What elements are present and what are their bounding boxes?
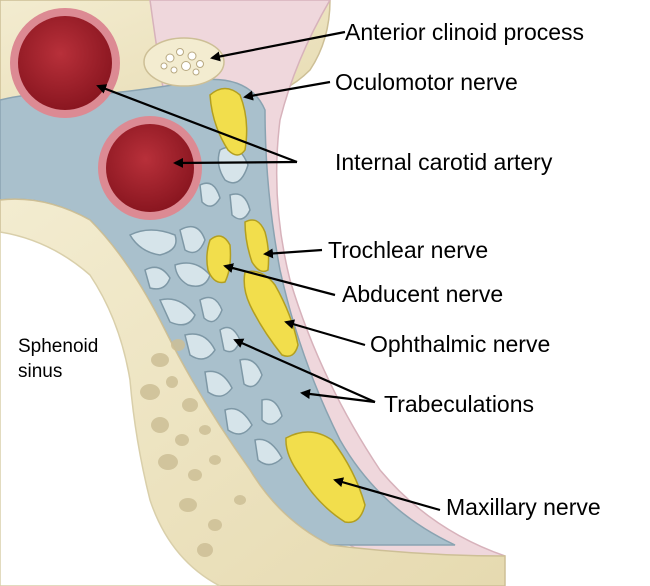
internal-carotid-artery-lower bbox=[98, 116, 202, 220]
label-abducent-nerve: Abducent nerve bbox=[342, 281, 503, 307]
label-ophthalmic-nerve: Ophthalmic nerve bbox=[370, 331, 550, 357]
internal-carotid-artery-upper bbox=[10, 8, 120, 118]
label-sphenoid-sinus-line2: sinus bbox=[18, 361, 62, 382]
label-trabeculations: Trabeculations bbox=[384, 391, 534, 417]
abducent-nerve-shape bbox=[207, 236, 231, 283]
label-trochlear-nerve: Trochlear nerve bbox=[328, 237, 488, 263]
anterior-clinoid-process bbox=[144, 38, 224, 86]
label-sphenoid-sinus-line1: Sphenoid bbox=[18, 336, 98, 357]
label-internal-carotid-artery: Internal carotid artery bbox=[335, 149, 553, 175]
label-oculomotor-nerve: Oculomotor nerve bbox=[335, 69, 518, 95]
label-anterior-clinoid-process: Anterior clinoid process bbox=[345, 19, 584, 45]
label-maxillary-nerve: Maxillary nerve bbox=[446, 494, 601, 520]
